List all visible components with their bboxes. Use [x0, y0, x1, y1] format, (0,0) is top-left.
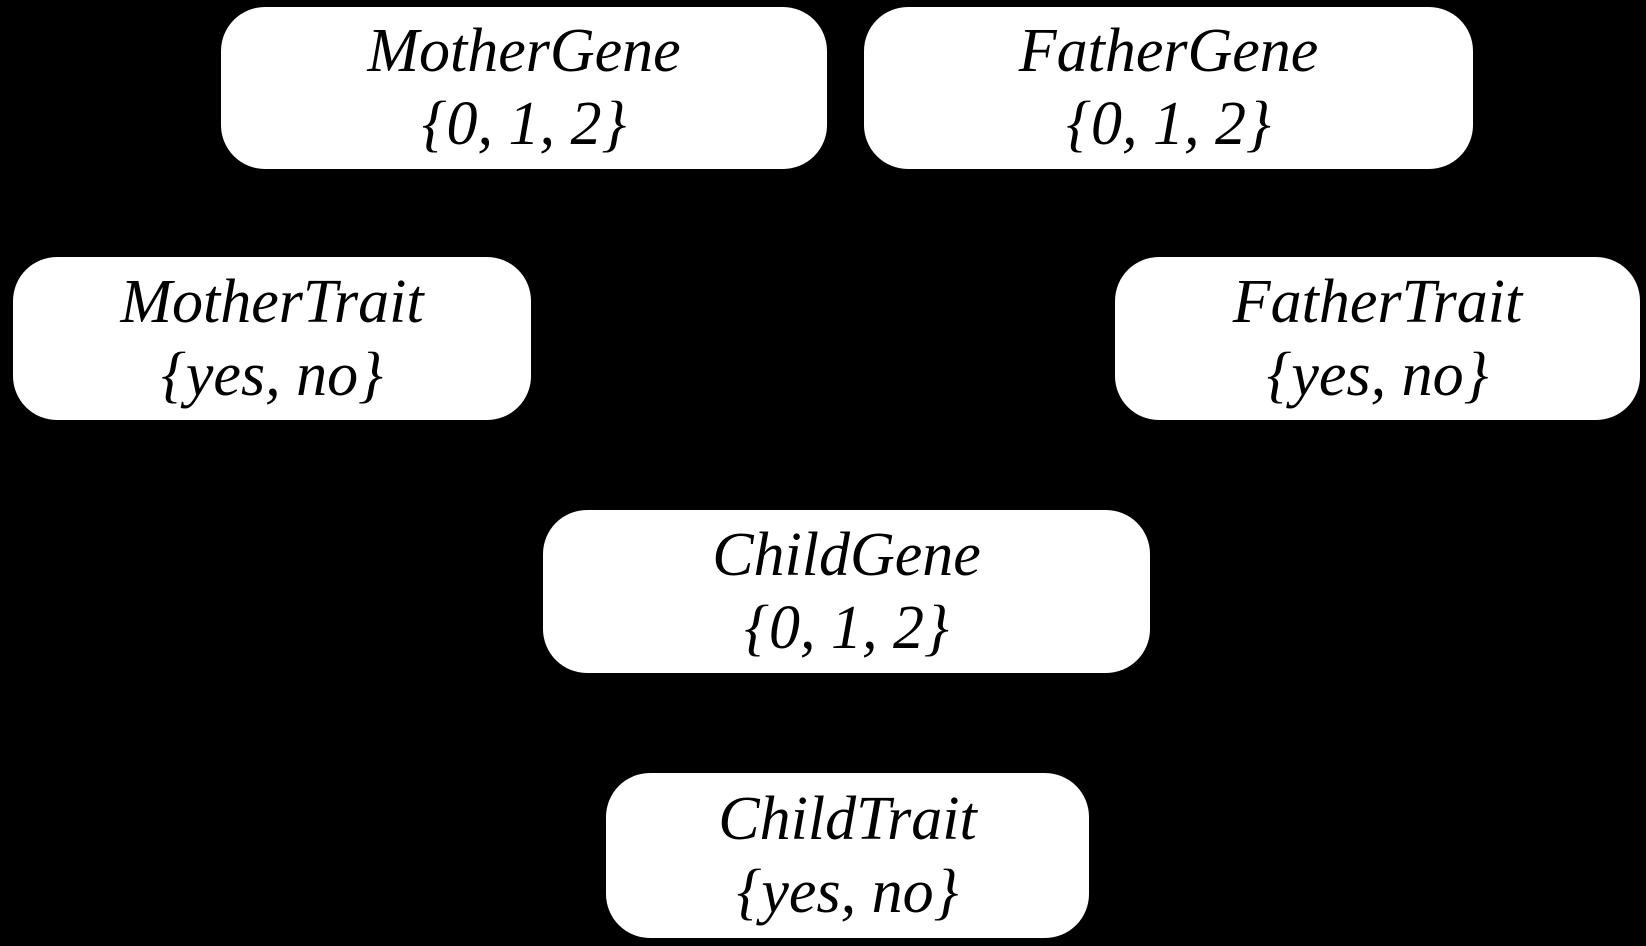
node-father-gene-domain: {0, 1, 2} [1066, 90, 1271, 158]
node-mother-trait-label: MotherTrait [120, 267, 424, 336]
node-child-trait-label: ChildTrait [718, 784, 977, 853]
node-mother-gene-label: MotherGene [367, 17, 681, 85]
node-child-trait-domain: {yes, no} [736, 857, 959, 926]
node-mother-trait-domain: {yes, no} [161, 340, 383, 409]
node-father-trait: FatherTrait {yes, no} [1115, 257, 1640, 420]
node-mother-gene-domain: {0, 1, 2} [421, 90, 627, 158]
node-mother-gene: MotherGene {0, 1, 2} [221, 7, 827, 169]
node-child-gene-label: ChildGene [712, 520, 981, 589]
node-father-trait-label: FatherTrait [1232, 267, 1523, 336]
node-father-gene-label: FatherGene [1018, 17, 1319, 85]
node-mother-trait: MotherTrait {yes, no} [13, 257, 531, 420]
node-father-gene: FatherGene {0, 1, 2} [864, 7, 1473, 169]
node-child-gene: ChildGene {0, 1, 2} [543, 510, 1150, 673]
node-child-gene-domain: {0, 1, 2} [744, 593, 949, 662]
node-father-trait-domain: {yes, no} [1266, 340, 1489, 409]
node-child-trait: ChildTrait {yes, no} [606, 773, 1089, 938]
